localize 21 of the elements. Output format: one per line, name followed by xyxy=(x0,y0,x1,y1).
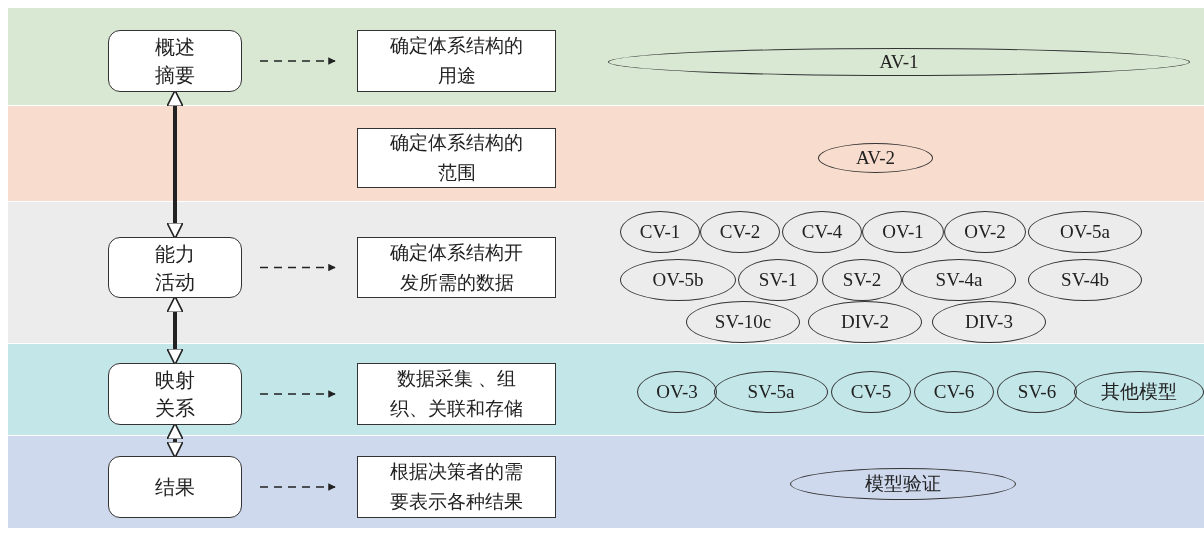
rounded-box: 映射关系 xyxy=(108,363,242,425)
dashed-arrow xyxy=(259,483,336,491)
double-arrow xyxy=(166,89,184,240)
process-box: 数据采集 、组织、关联和存储 xyxy=(357,363,556,425)
background-band xyxy=(8,436,1204,528)
rounded-box: 概述摘要 xyxy=(108,30,242,92)
double-arrow xyxy=(166,422,184,459)
process-box: 根据决策者的需要表示各种结果 xyxy=(357,456,556,518)
background-band xyxy=(8,344,1204,435)
background-band xyxy=(8,8,1204,105)
rounded-box: 能力活动 xyxy=(108,237,242,298)
background-band xyxy=(8,106,1204,201)
process-box: 确定体系结构开发所需的数据 xyxy=(357,237,556,298)
background-band xyxy=(8,202,1204,343)
dashed-arrow xyxy=(259,57,336,65)
process-box: 确定体系结构的范围 xyxy=(357,128,556,188)
rounded-box: 结果 xyxy=(108,456,242,518)
dashed-arrow xyxy=(259,390,336,398)
dashed-arrow xyxy=(259,263,336,272)
double-arrow xyxy=(166,295,184,366)
process-box: 确定体系结构的用途 xyxy=(357,30,556,92)
